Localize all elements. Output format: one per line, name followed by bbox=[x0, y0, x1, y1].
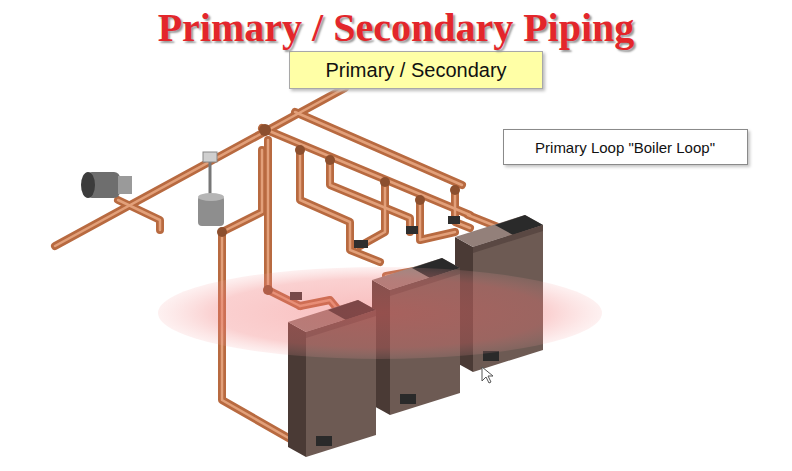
box-label: Primary Loop "Boiler Loop" bbox=[535, 139, 715, 156]
slide-title: Primary / Secondary Piping bbox=[0, 4, 792, 51]
callout-box: Primary / Secondary bbox=[289, 51, 543, 89]
box-label: Primary / Secondary bbox=[325, 59, 506, 82]
callout-box: Primary Loop "Boiler Loop" bbox=[503, 129, 748, 165]
